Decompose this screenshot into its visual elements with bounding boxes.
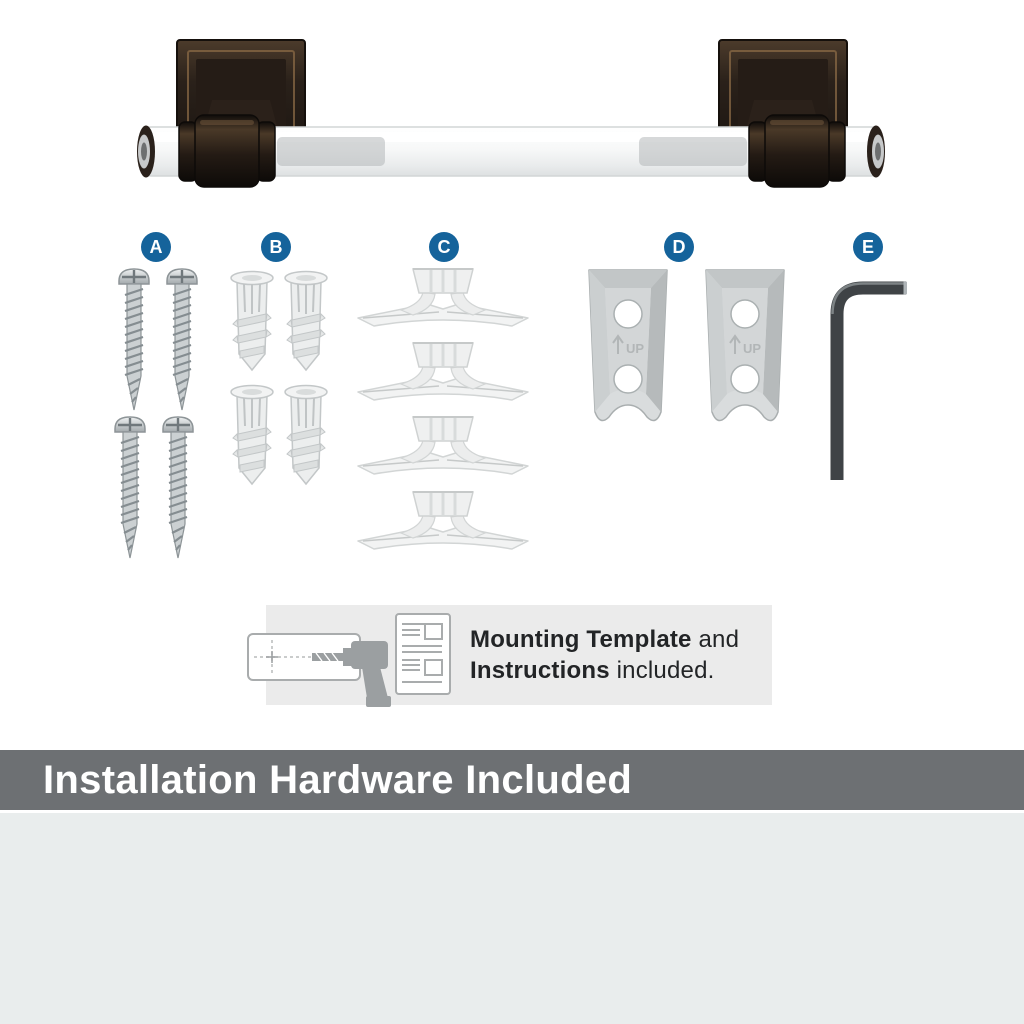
ribbed-anchor-graphic bbox=[282, 270, 330, 378]
ribbed-anchor-graphic bbox=[282, 384, 330, 492]
right-collar bbox=[748, 114, 846, 188]
ribbed-anchor-graphic bbox=[228, 270, 276, 378]
screw-graphic bbox=[158, 414, 198, 562]
screw-graphic bbox=[110, 414, 150, 562]
hardware-label-b: B bbox=[261, 232, 291, 262]
winged-anchor-graphic bbox=[355, 489, 531, 561]
left-collar bbox=[178, 114, 276, 188]
template-note-rest2: included. bbox=[609, 657, 715, 684]
winged-anchor-graphic bbox=[355, 414, 531, 486]
banner-title: Installation Hardware Included bbox=[43, 757, 633, 802]
banner: Installation Hardware Included bbox=[0, 750, 1024, 810]
template-note-line1: Mounting Template and bbox=[470, 624, 739, 655]
template-note-rest1: and bbox=[691, 626, 740, 653]
ribbed-anchor-graphic bbox=[228, 384, 276, 492]
hardware-label-d: D bbox=[664, 232, 694, 262]
drill-template-icon bbox=[246, 610, 396, 710]
hardware-label-a: A bbox=[141, 232, 171, 262]
hardware-label-c: C bbox=[429, 232, 459, 262]
template-note-bold2: Instructions bbox=[470, 657, 610, 684]
legend-section: A #8 x 1-1/4in LGTH Sheet Metal Screw In… bbox=[0, 813, 1024, 1024]
bar-end-caps bbox=[137, 125, 885, 178]
hardware-label-e: E bbox=[853, 232, 883, 262]
instructions-document-icon bbox=[394, 612, 452, 696]
mounting-plate-graphic bbox=[583, 266, 673, 434]
mounting-plate-graphic bbox=[700, 266, 790, 434]
winged-anchor-graphic bbox=[355, 340, 531, 412]
allen-wrench-graphic bbox=[816, 262, 911, 487]
screw-graphic bbox=[114, 266, 154, 414]
screw-graphic bbox=[162, 266, 202, 414]
template-note-line2: Instructions included. bbox=[470, 655, 739, 686]
product-image-towel-bar bbox=[137, 39, 885, 188]
template-note: Mounting Template and Instructions inclu… bbox=[470, 624, 739, 686]
winged-anchor-graphic bbox=[355, 266, 531, 338]
template-note-bold1: Mounting Template bbox=[470, 626, 692, 653]
